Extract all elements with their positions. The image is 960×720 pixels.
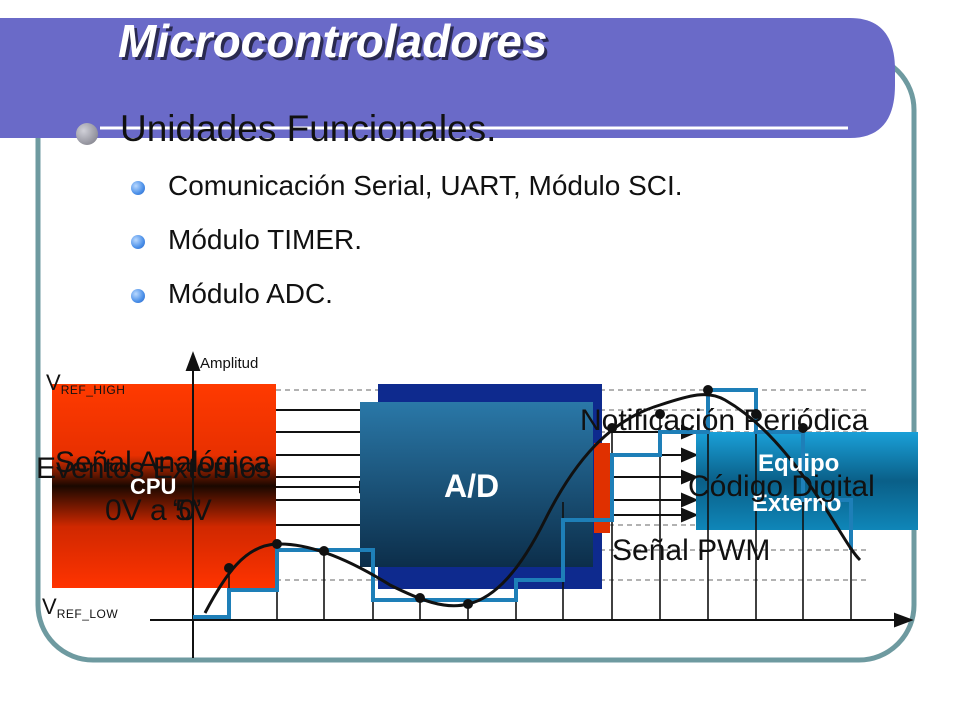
senal-analogica-text: Señal Analógica	[55, 446, 271, 479]
equipo-label-line1: Equipo	[758, 450, 840, 477]
axes	[150, 351, 914, 658]
bullet-dot-icon	[131, 181, 145, 195]
amplitude-label: Amplitud	[200, 355, 259, 372]
bullet-dot-icon	[131, 235, 145, 249]
vref-low-label: VREF_LOW	[42, 594, 119, 621]
cpu-label: CPU	[130, 474, 177, 499]
vref-high-label: VREF_HIGH	[46, 370, 126, 397]
page-number: 16	[868, 630, 884, 646]
pwm-signal	[193, 388, 853, 619]
bullet-comunicacion: Comunicación Serial, UART, Módulo SCI.	[168, 170, 683, 201]
codigo-digital-text: Código Digital	[688, 470, 875, 503]
quoted-zero-text: ‘0’	[172, 494, 203, 527]
bullet-dot-icon	[131, 289, 145, 303]
equipo-label-line2: Externo	[752, 490, 842, 517]
analog-signal	[203, 393, 862, 614]
cpu-block	[52, 384, 276, 588]
ad-red-panel	[594, 443, 610, 533]
bullet-timer: Módulo TIMER.	[168, 224, 362, 255]
header-band	[0, 18, 895, 138]
cpu-bus-arrows	[276, 409, 377, 526]
sample-dots	[224, 385, 808, 609]
ad-label: A/D	[444, 468, 500, 504]
equipo-bus-arrows	[610, 424, 699, 523]
bullet-adc: Módulo ADC.	[168, 278, 333, 309]
bullet-dot-icon	[76, 123, 98, 145]
ad-block	[360, 402, 593, 567]
eventos-externos-text: Eventos Externos	[36, 452, 272, 485]
voltage-range-text: 0V a 5V	[105, 494, 212, 527]
slide-title: Microcontroladores	[118, 15, 548, 67]
notificacion-periodica-text: Notificación Periódica	[580, 404, 869, 437]
senal-pwm-text: Señal PWM	[612, 534, 771, 567]
bullet-level1: Unidades Funcionales.	[120, 108, 497, 149]
